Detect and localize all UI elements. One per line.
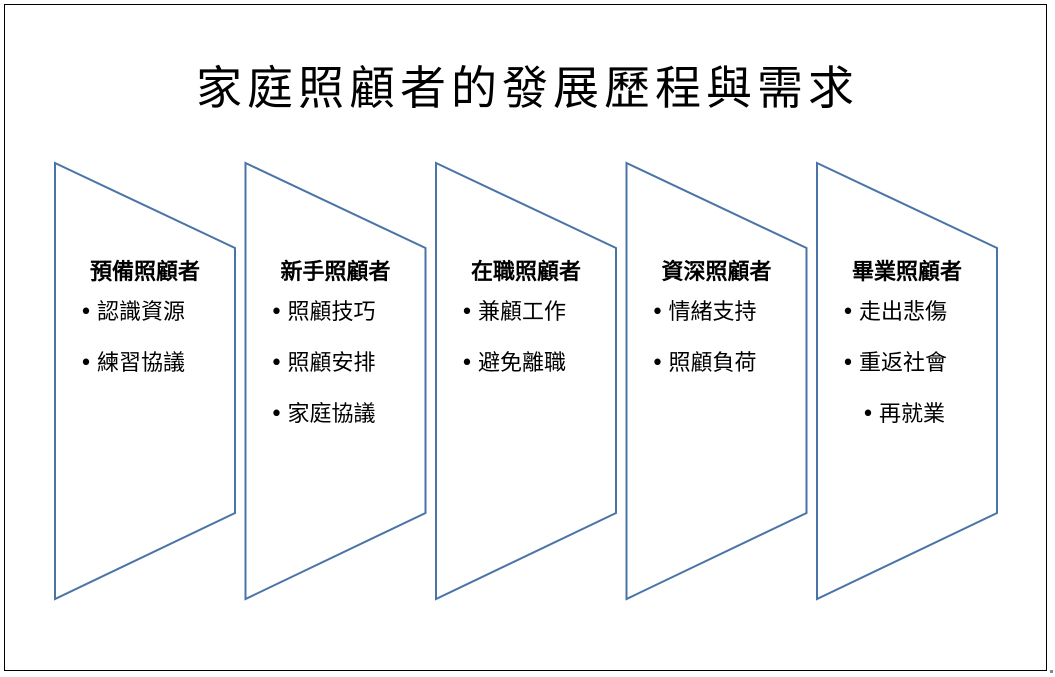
bullet-icon: •	[460, 351, 474, 376]
bullet-icon: •	[270, 402, 283, 427]
stage-5: 畢業照顧者•走出悲傷•重返社會•再就業	[817, 254, 997, 453]
bullet-icon: •	[651, 351, 664, 376]
stage-item: •再就業	[817, 402, 997, 428]
stage-item: •避免離職	[436, 351, 616, 377]
bullet-icon: •	[651, 300, 664, 325]
bullet-icon: •	[79, 351, 93, 376]
stage-item-text: 兼顧工作	[478, 300, 567, 325]
bullet-icon: •	[460, 300, 474, 325]
stage-shape-5	[816, 161, 998, 601]
stage-item-list: •照顧技巧•照顧安排•家庭協議	[246, 300, 426, 428]
stage-2: 新手照顧者•照顧技巧•照顧安排•家庭協議	[246, 254, 426, 453]
stage-item-list: •認識資源•練習協議	[55, 300, 235, 377]
bullet-icon: •	[270, 351, 283, 376]
stage-item: •照顧負荷	[627, 351, 807, 377]
stage-item-text: 避免離職	[478, 351, 567, 376]
stage-title: 畢業照顧者	[851, 260, 962, 285]
stage-item: •照顧安排	[246, 351, 426, 377]
stage-3: 在職照顧者•兼顧工作•避免離職	[436, 254, 616, 402]
bullet-icon: •	[841, 351, 855, 376]
bullet-icon: •	[270, 300, 283, 325]
stage-item-text: 重返社會	[859, 351, 948, 376]
stage-item-list: •兼顧工作•避免離職	[436, 300, 616, 377]
stage-shape-2	[244, 161, 427, 601]
bullet-icon: •	[841, 300, 855, 325]
stage-item-text: 情緒支持	[668, 300, 757, 325]
bullet-icon: •	[79, 300, 93, 325]
stage-item: •重返社會	[817, 351, 997, 377]
stage-shape-4	[625, 161, 808, 601]
stage-shape-1	[54, 161, 236, 601]
stage-item: •練習協議	[55, 351, 235, 377]
stage-title: 新手照顧者	[280, 260, 391, 285]
stage-item-text: 認識資源	[97, 300, 186, 325]
stage-title: 資深照顧者	[661, 260, 772, 285]
stage-item-text: 照顧技巧	[287, 300, 376, 325]
stage-shape-3	[435, 161, 617, 601]
stage-item-text: 練習協議	[97, 351, 186, 376]
stage-item-text: 照顧負荷	[668, 351, 757, 376]
stage-1: 預備照顧者•認識資源•練習協議	[55, 254, 235, 402]
stage-item: •情緒支持	[627, 300, 807, 326]
stage-4: 資深照顧者•情緒支持•照顧負荷	[627, 254, 807, 402]
stage-item-text: 照顧安排	[287, 351, 376, 376]
stage-item: •兼顧工作	[436, 300, 616, 326]
stage-item-list: •走出悲傷•重返社會•再就業	[817, 300, 997, 428]
stage-item: •走出悲傷	[817, 300, 997, 326]
stage-item: •家庭協議	[246, 402, 426, 428]
stage-item-text: 走出悲傷	[859, 300, 948, 325]
stage-item-list: •情緒支持•照顧負荷	[627, 300, 807, 377]
slide-frame	[4, 4, 1047, 671]
stage-item-text: 家庭協議	[287, 402, 376, 427]
corner-mark	[1050, 670, 1053, 673]
stage-item-text: 再就業	[879, 402, 946, 427]
stage-title: 預備照顧者	[89, 260, 200, 285]
stage-item: •照顧技巧	[246, 300, 426, 326]
bullet-icon: •	[861, 402, 875, 427]
stage-title: 在職照顧者	[470, 260, 581, 285]
diagram-title: 家庭照顧者的發展歷程與需求	[196, 61, 859, 115]
stage-item: •認識資源	[55, 300, 235, 326]
